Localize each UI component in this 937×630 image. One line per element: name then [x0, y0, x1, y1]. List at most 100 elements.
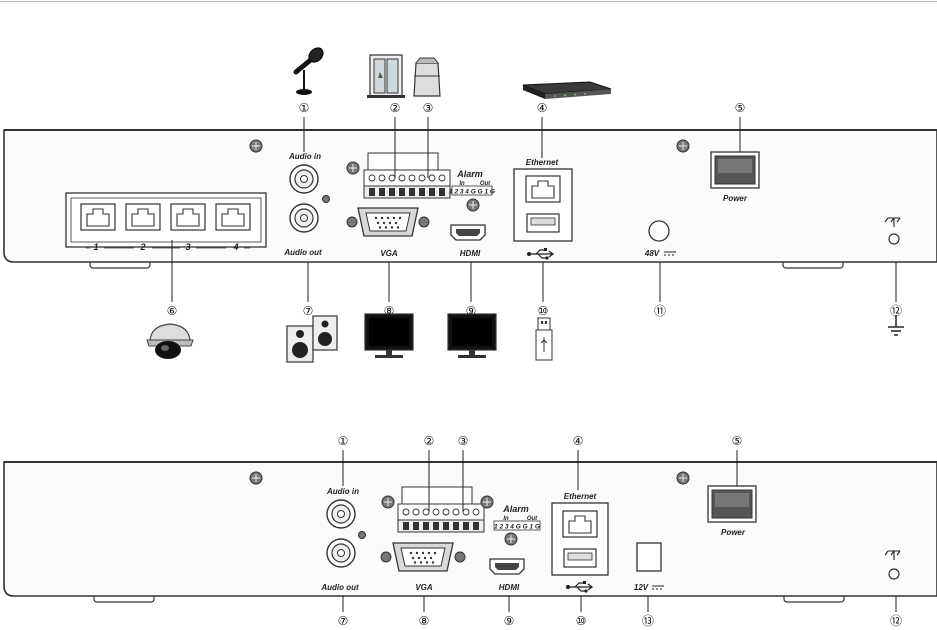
audio-out-connector-icon[interactable] — [326, 538, 356, 568]
power-label: Power — [723, 194, 748, 203]
vga-monitor-icon — [364, 313, 414, 359]
top-peripherals — [146, 47, 905, 363]
callout-3: ③ — [458, 434, 469, 448]
speakers-icon — [286, 315, 338, 363]
screw-icon — [676, 139, 690, 153]
callout-7: ⑦ — [338, 614, 349, 628]
screw-icon — [249, 471, 263, 485]
power-label: Power — [721, 528, 746, 537]
rj45-port-icon[interactable] — [170, 203, 206, 231]
screw-icon — [480, 495, 494, 509]
screw-icon — [381, 495, 395, 509]
alarm-terminal-block-icon[interactable] — [363, 169, 451, 199]
hdmi-label: HDMI — [460, 249, 481, 258]
door-sensor-icon — [367, 54, 405, 98]
callout-4: ④ — [573, 434, 584, 448]
power-input-connector-icon[interactable] — [636, 542, 662, 572]
rj45-port-icon[interactable] — [125, 203, 161, 231]
callout-9: ⑨ — [504, 614, 515, 628]
screw-icon — [322, 195, 330, 203]
alarm-label: Alarm — [456, 169, 483, 179]
alarm-terminal-block-icon[interactable] — [397, 503, 485, 533]
callout-8: ⑧ — [419, 614, 430, 628]
ground-terminal-icon[interactable] — [888, 568, 900, 580]
screw-icon — [380, 551, 392, 563]
earth-ground-icon — [887, 314, 905, 336]
callout-5: ⑤ — [735, 101, 746, 115]
hdmi-monitor-icon — [447, 313, 497, 359]
callout-7: ⑦ — [303, 304, 314, 318]
callout-13: ⑬ — [642, 614, 654, 628]
callout-1: ① — [299, 101, 310, 115]
callout-4: ④ — [537, 101, 548, 115]
rj45-port-icon[interactable] — [215, 203, 251, 231]
screw-icon — [249, 139, 263, 153]
audio-out-label: Audio out — [320, 583, 359, 592]
bottom-panel: Audio in Audio out Alarm In Out 1 2 3 4 … — [3, 461, 937, 603]
hdmi-port-icon[interactable] — [489, 558, 525, 575]
ground-terminal-icon[interactable] — [888, 233, 900, 245]
audio-in-label: Audio in — [288, 152, 321, 161]
screw-icon — [346, 216, 358, 228]
poe-port-3-label: 3 — [185, 242, 190, 252]
screw-icon — [358, 531, 366, 539]
callout-10: ⑩ — [576, 614, 587, 628]
voltage-label: 48V — [644, 249, 660, 258]
callout-5: ⑤ — [732, 434, 743, 448]
motion-detector-icon — [413, 57, 441, 97]
dome-camera-icon — [146, 323, 194, 359]
vga-label: VGA — [380, 249, 398, 258]
alarm-terminals-label: 1 2 3 4 G G 1 G — [494, 524, 540, 531]
microphone-icon — [293, 47, 324, 95]
callout-9: ⑨ — [466, 304, 477, 318]
alarm-out-label: Out — [527, 516, 538, 522]
alarm-label: Alarm — [502, 504, 529, 514]
screw-icon — [346, 161, 360, 175]
callout-8: ⑧ — [384, 304, 395, 318]
top-callouts: ① ② ③ ④ ⑤ ⑥ ⑦ ⑧ ⑨ ⑩ ⑪ ⑫ — [167, 101, 902, 318]
ethernet-port-icon[interactable] — [525, 175, 561, 203]
poe-port-4-label: 4 — [232, 242, 238, 252]
vga-port-icon[interactable] — [357, 207, 419, 237]
poe-port-1-label: 1 — [93, 242, 98, 252]
ethernet-port-icon[interactable] — [562, 510, 598, 538]
audio-out-label: Audio out — [283, 248, 322, 257]
network-switch-icon — [522, 81, 612, 99]
audio-in-connector-icon[interactable] — [326, 499, 356, 529]
audio-out-connector-icon[interactable] — [289, 203, 319, 233]
alarm-in-label: In — [459, 181, 465, 187]
usb-stick-icon — [535, 317, 553, 361]
screw-icon — [504, 532, 518, 546]
power-input-connector-icon[interactable] — [648, 220, 670, 242]
alarm-out-label: Out — [480, 181, 491, 187]
screw-icon — [418, 216, 430, 228]
callout-2: ② — [390, 101, 401, 115]
vga-label: VGA — [415, 583, 433, 592]
alarm-in-label: In — [503, 516, 509, 522]
screw-icon — [466, 198, 480, 212]
poe-port-2-label: 2 — [139, 242, 145, 252]
callout-2: ② — [424, 434, 435, 448]
alarm-terminals-label: 1 2 3 4 G G 1 G — [449, 189, 495, 196]
audio-in-connector-icon[interactable] — [289, 164, 319, 194]
screw-icon — [676, 471, 690, 485]
bottom-callouts: ① ② ③ ④ ⑤ ⑦ ⑧ ⑨ ⑩ ⑫ ⑬ — [338, 434, 902, 628]
hdmi-label: HDMI — [499, 583, 520, 592]
voltage-label: 12V — [634, 583, 649, 592]
callout-12: ⑫ — [890, 614, 902, 628]
screw-icon — [454, 551, 466, 563]
callout-10: ⑩ — [538, 304, 549, 318]
ethernet-label: Ethernet — [564, 492, 597, 501]
audio-in-label: Audio in — [326, 487, 359, 496]
poe-port-block: 1 2 3 4 — [65, 192, 267, 252]
callout-11: ⑪ — [654, 304, 666, 318]
callout-1: ① — [338, 434, 349, 448]
callout-12: ⑫ — [890, 304, 902, 318]
callout-6: ⑥ — [167, 304, 178, 318]
vga-port-icon[interactable] — [392, 542, 454, 572]
ethernet-label: Ethernet — [526, 158, 559, 167]
rj45-port-icon[interactable] — [80, 203, 116, 231]
callout-3: ③ — [423, 101, 434, 115]
top-panel: 1 2 3 4 Audio in Audio out Alarm In Out … — [3, 129, 937, 269]
hdmi-port-icon[interactable] — [450, 224, 486, 241]
